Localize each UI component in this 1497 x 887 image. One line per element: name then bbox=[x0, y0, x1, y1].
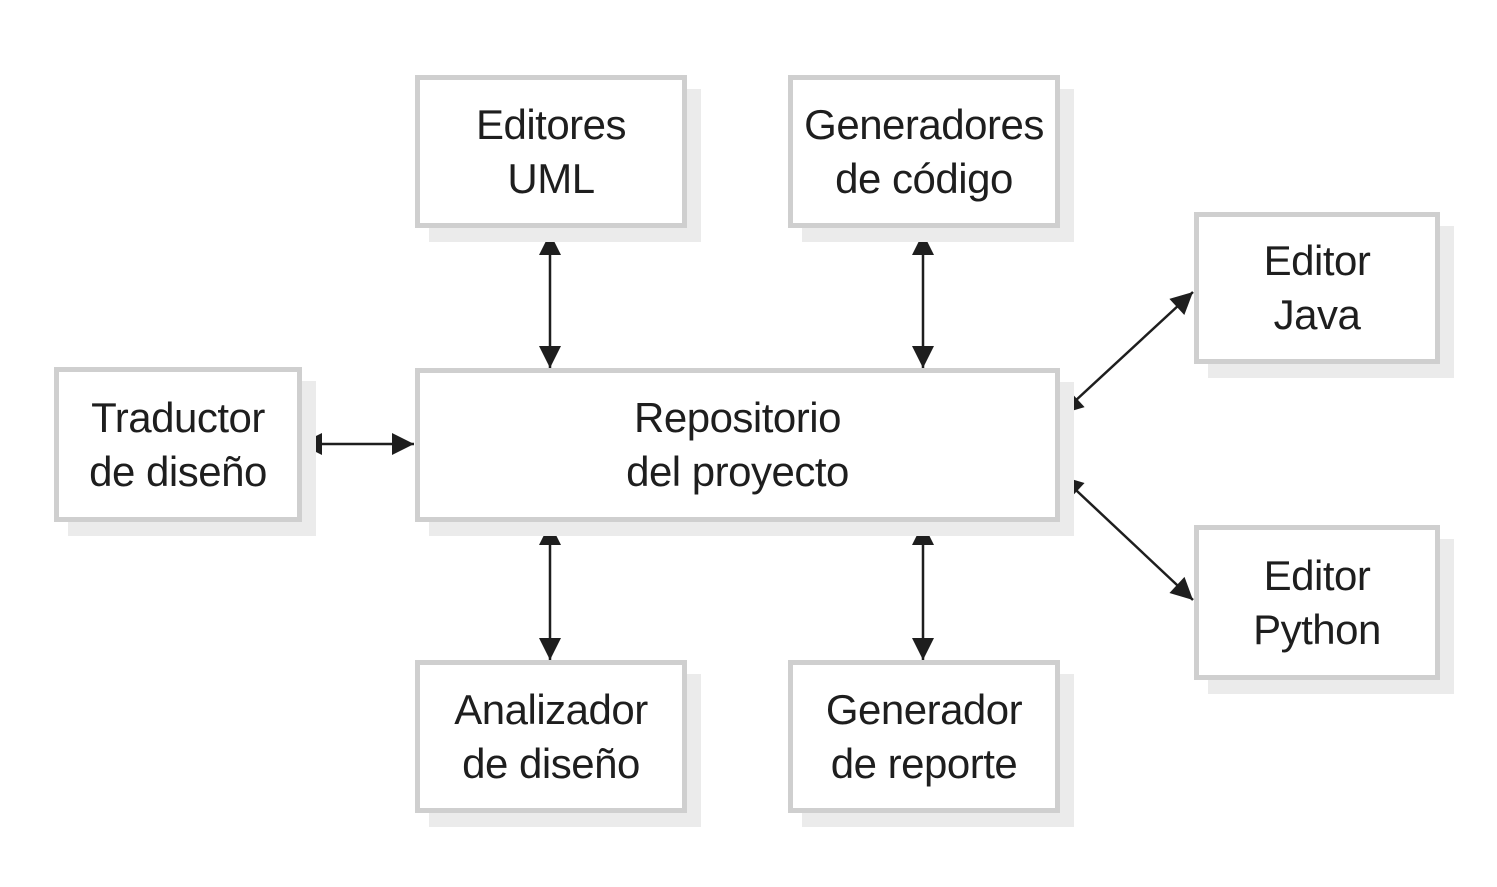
node-label-line2: de diseño bbox=[89, 447, 267, 495]
node-editor-python: Editor Python bbox=[1194, 525, 1440, 680]
node-generadores-codigo: Generadores de código bbox=[788, 75, 1060, 228]
arrow-python-repositorio bbox=[1060, 475, 1194, 601]
node-label-line2: Python bbox=[1253, 605, 1381, 653]
node-label-line1: Repositorio bbox=[634, 394, 841, 441]
node-analizador-diseno: Analizador de diseño bbox=[415, 660, 687, 813]
node-label-line1: Editores bbox=[475, 100, 627, 148]
node-label-line2: del proyecto bbox=[626, 448, 849, 495]
node-label-line2: de reporte bbox=[830, 739, 1018, 787]
node-label-line1: Traductor bbox=[91, 393, 265, 441]
node-label-line1: Generadores bbox=[804, 100, 1044, 148]
node-label-line2: UML bbox=[507, 154, 595, 202]
node-label-line1: Editor bbox=[1263, 551, 1371, 599]
arrow-java-repositorio bbox=[1060, 291, 1194, 415]
node-editor-java: Editor Java bbox=[1194, 212, 1440, 364]
node-generador-reporte: Generador de reporte bbox=[788, 660, 1060, 813]
node-label-line1: Generador bbox=[825, 685, 1023, 733]
node-label-line2: de código bbox=[835, 154, 1013, 202]
node-label-line1: Analizador bbox=[454, 685, 648, 733]
node-label-line2: de diseño bbox=[462, 739, 640, 787]
node-repositorio-proyecto: Repositorio del proyecto bbox=[415, 368, 1060, 522]
node-label-line2: Java bbox=[1273, 291, 1361, 338]
node-traductor-diseno: Traductor de diseño bbox=[54, 367, 302, 522]
node-label-line1: Editor bbox=[1263, 237, 1371, 284]
node-editores-uml: Editores UML bbox=[415, 75, 687, 228]
